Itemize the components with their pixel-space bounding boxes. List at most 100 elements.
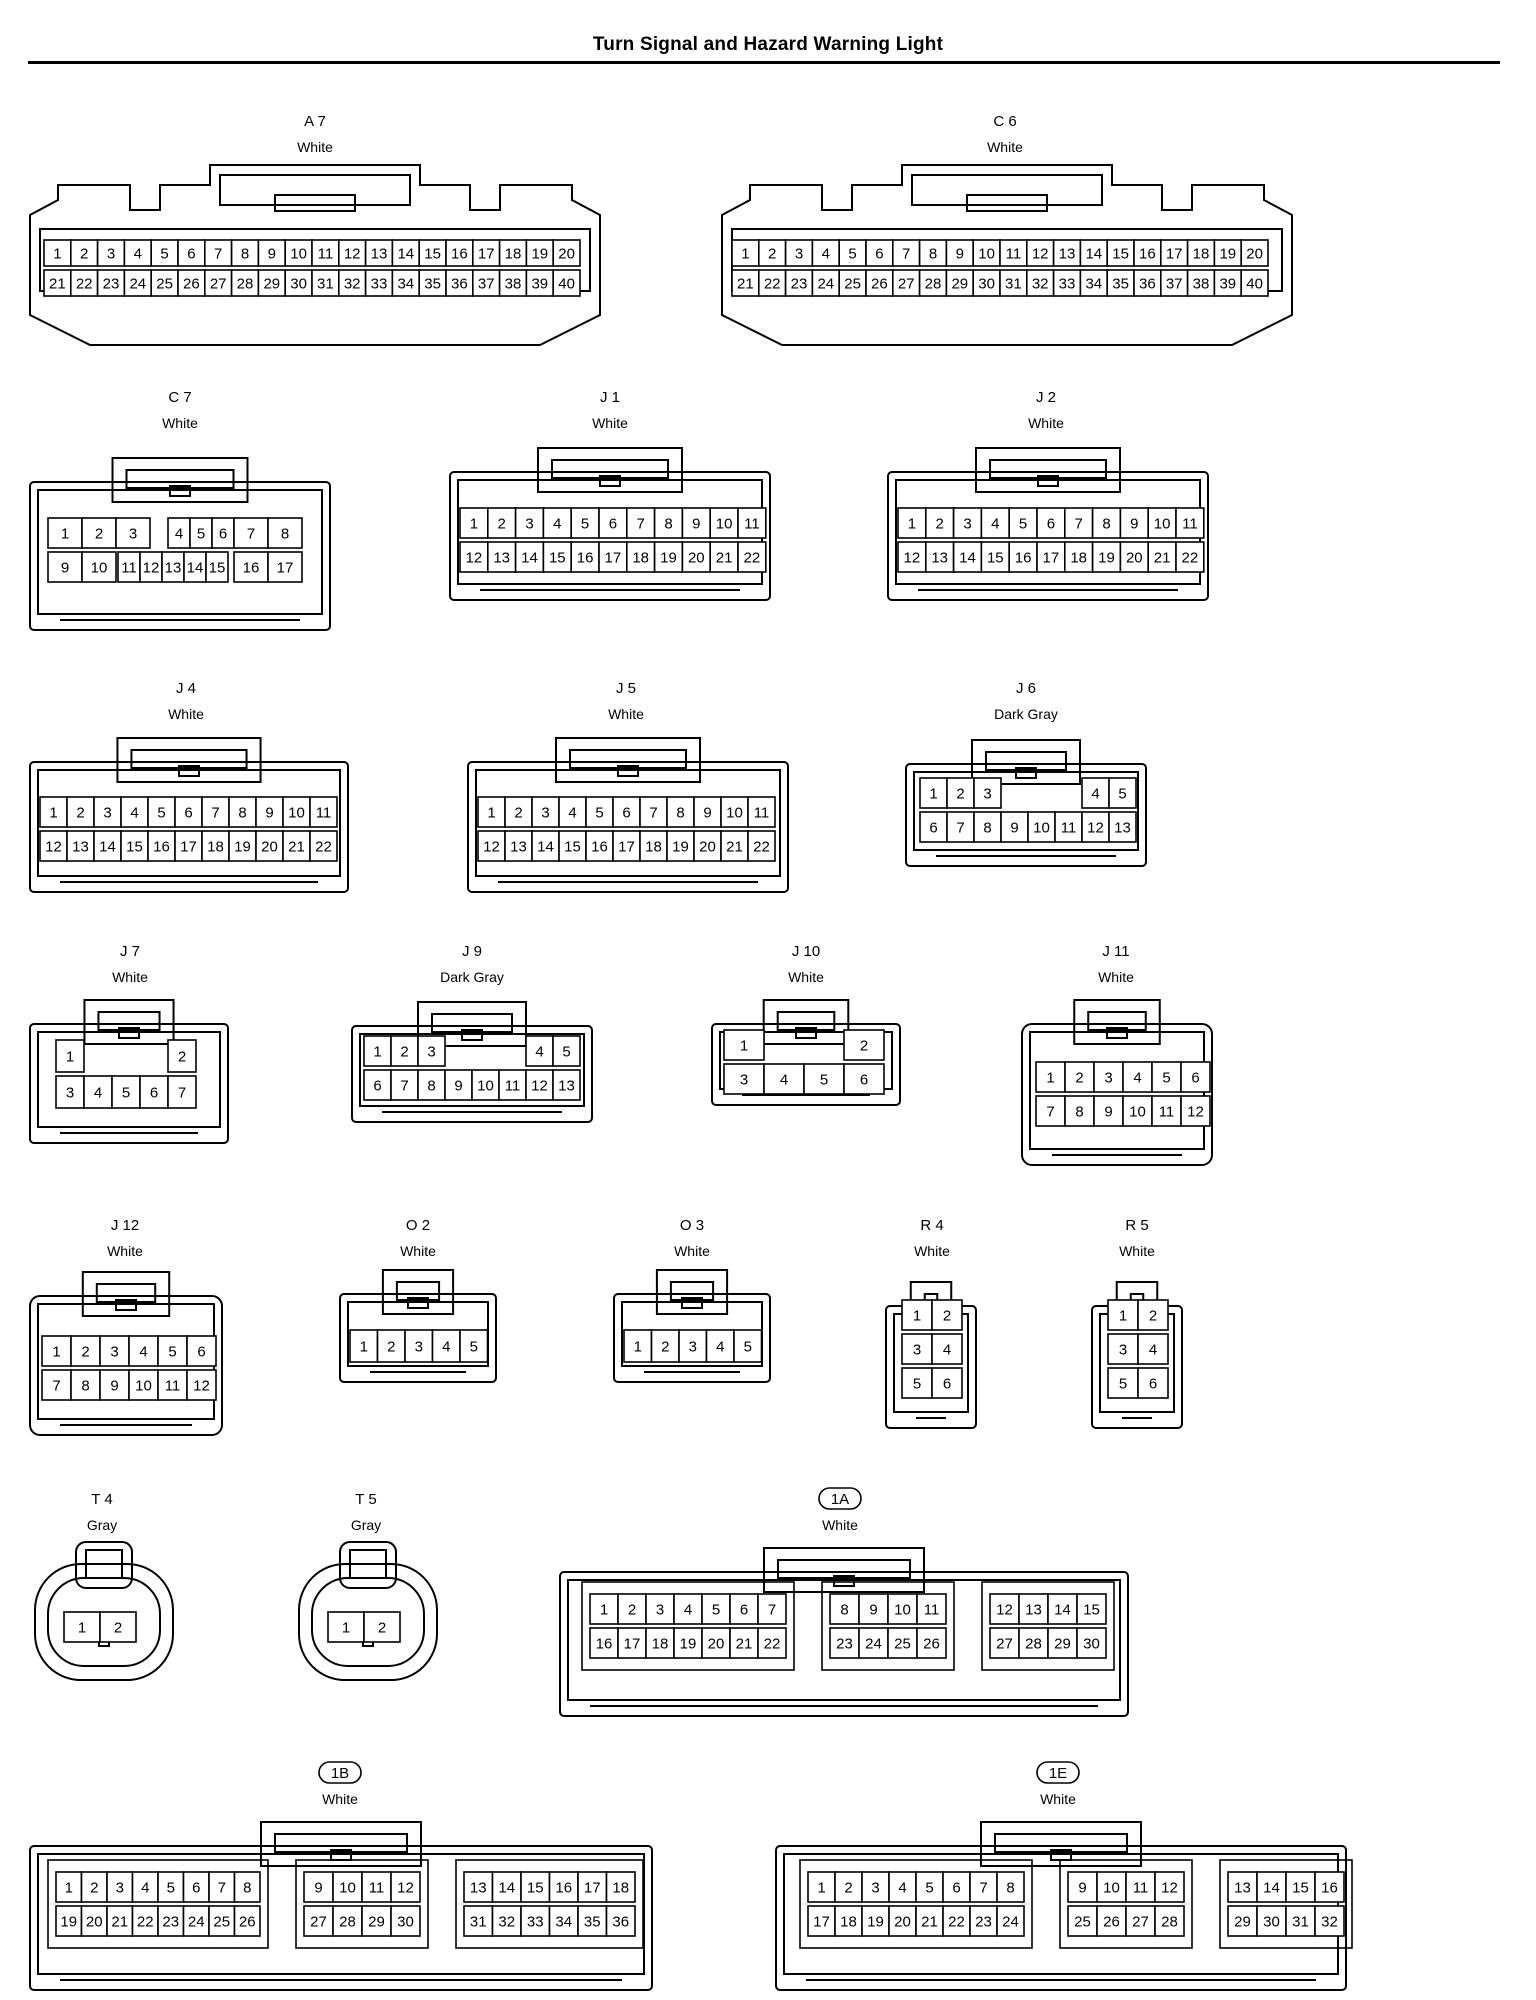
pin-cell	[1064, 507, 1094, 539]
connector-housing	[351, 1025, 593, 1123]
pin-cell	[747, 796, 776, 828]
pin-cell	[942, 1871, 971, 1903]
pin-number: 4	[991, 516, 999, 533]
pin-number: 1	[61, 526, 69, 543]
pin-cell	[1175, 541, 1205, 573]
pin-cell	[139, 1075, 169, 1109]
pin-number: 10	[1154, 516, 1171, 533]
pin-number: 11	[505, 1078, 521, 1095]
pin-cell	[645, 1593, 675, 1625]
pin-number: 31	[1292, 1914, 1309, 1931]
pin-cell	[1137, 1367, 1169, 1399]
pin-cell	[43, 239, 72, 267]
pin-number: 7	[214, 246, 222, 263]
pin-number: 15	[1112, 246, 1129, 263]
pin-number: 20	[708, 1636, 725, 1653]
lock-tab	[118, 1027, 140, 1039]
connector-name: T 4	[91, 1491, 112, 1508]
pin-number: 5	[168, 1344, 176, 1361]
pin-cell	[1154, 1905, 1185, 1937]
pin-number: 2	[943, 1308, 951, 1325]
pin-cell	[361, 1871, 392, 1903]
pin-cell	[1314, 1905, 1345, 1937]
pin-cell	[585, 830, 614, 862]
pin-number: 9	[314, 1880, 322, 1897]
pin-number: 16	[555, 1880, 572, 1897]
pin-number: 5	[848, 246, 856, 263]
pin-number: 8	[664, 516, 672, 533]
pin-cell	[1186, 269, 1216, 297]
pin-number: 8	[929, 246, 937, 263]
pin-number: 14	[521, 550, 538, 567]
pin-number: 16	[1015, 550, 1032, 567]
pin-number: 19	[531, 246, 548, 263]
connector-name: T 5	[355, 1491, 376, 1508]
pin-cell	[309, 796, 338, 828]
pin-cell	[693, 830, 722, 862]
pin-cell	[363, 1611, 401, 1643]
pin-cell	[731, 239, 760, 267]
pin-number: 29	[951, 276, 968, 293]
connector-name: J 11	[1102, 943, 1129, 960]
lock-tab	[975, 447, 1121, 493]
pin-number: 4	[1149, 1342, 1157, 1359]
pin-number: 13	[1025, 1602, 1042, 1619]
connector-color: White	[914, 1243, 950, 1259]
pin-cell	[1107, 1333, 1139, 1365]
pin-number: 3	[963, 516, 971, 533]
pin-number: 26	[1103, 1914, 1120, 1931]
pin-block-frame	[981, 1581, 1115, 1671]
pin-number: 1	[65, 1880, 73, 1897]
pin-number: 37	[1166, 276, 1183, 293]
pin-number: 5	[122, 1085, 130, 1102]
pin-cell	[952, 541, 983, 573]
pin-cell	[969, 1871, 998, 1903]
pin-number: 16	[1139, 246, 1156, 263]
pin-number: 13	[493, 550, 510, 567]
pin-number: 8	[281, 526, 289, 543]
pin-number: 29	[263, 276, 280, 293]
pin-cell	[973, 811, 1002, 843]
pin-number: 22	[948, 1914, 965, 1931]
pin-number: 40	[1246, 276, 1263, 293]
pin-number: 2	[1149, 1308, 1157, 1325]
pin-number: 15	[126, 839, 143, 856]
pin-number: 21	[716, 550, 733, 567]
connector-color: White	[788, 969, 824, 985]
connector-housing	[34, 1563, 174, 1681]
pin-number: 1	[1046, 1070, 1054, 1087]
pin-number: 19	[234, 839, 251, 856]
pin-cell	[916, 1627, 947, 1659]
pin-cell	[267, 517, 303, 549]
pin-number: 13	[72, 839, 89, 856]
connector-color: White	[297, 139, 333, 155]
pin-cell	[233, 1871, 261, 1903]
pin-number: 9	[1104, 1104, 1112, 1121]
pin-number: 6	[373, 1078, 381, 1095]
pin-number: 22	[1182, 550, 1199, 567]
pin-number: 17	[624, 1636, 641, 1653]
pin-number: 8	[676, 805, 684, 822]
pin-cell	[989, 1593, 1020, 1625]
pin-number: 8	[427, 1078, 435, 1095]
pin-number: 6	[197, 1344, 205, 1361]
pin-number: 33	[527, 1914, 544, 1931]
pin-number: 26	[871, 276, 888, 293]
pin-number: 22	[753, 839, 770, 856]
pin-number: 34	[555, 1914, 572, 1931]
pin-number: 17	[478, 246, 495, 263]
lock-tab	[551, 459, 669, 479]
pin-number: 2	[498, 516, 506, 533]
pin-number: 10	[1103, 1880, 1120, 1897]
pin-number: 2	[114, 1620, 122, 1637]
pin-cell	[589, 1593, 619, 1625]
pin-number: 21	[921, 1914, 938, 1931]
pin-number: 1	[66, 1049, 74, 1066]
pin-number: 1	[741, 246, 749, 263]
pin-number: 22	[137, 1914, 154, 1931]
pin-number: 7	[649, 805, 657, 822]
pin-number: 16	[153, 839, 170, 856]
